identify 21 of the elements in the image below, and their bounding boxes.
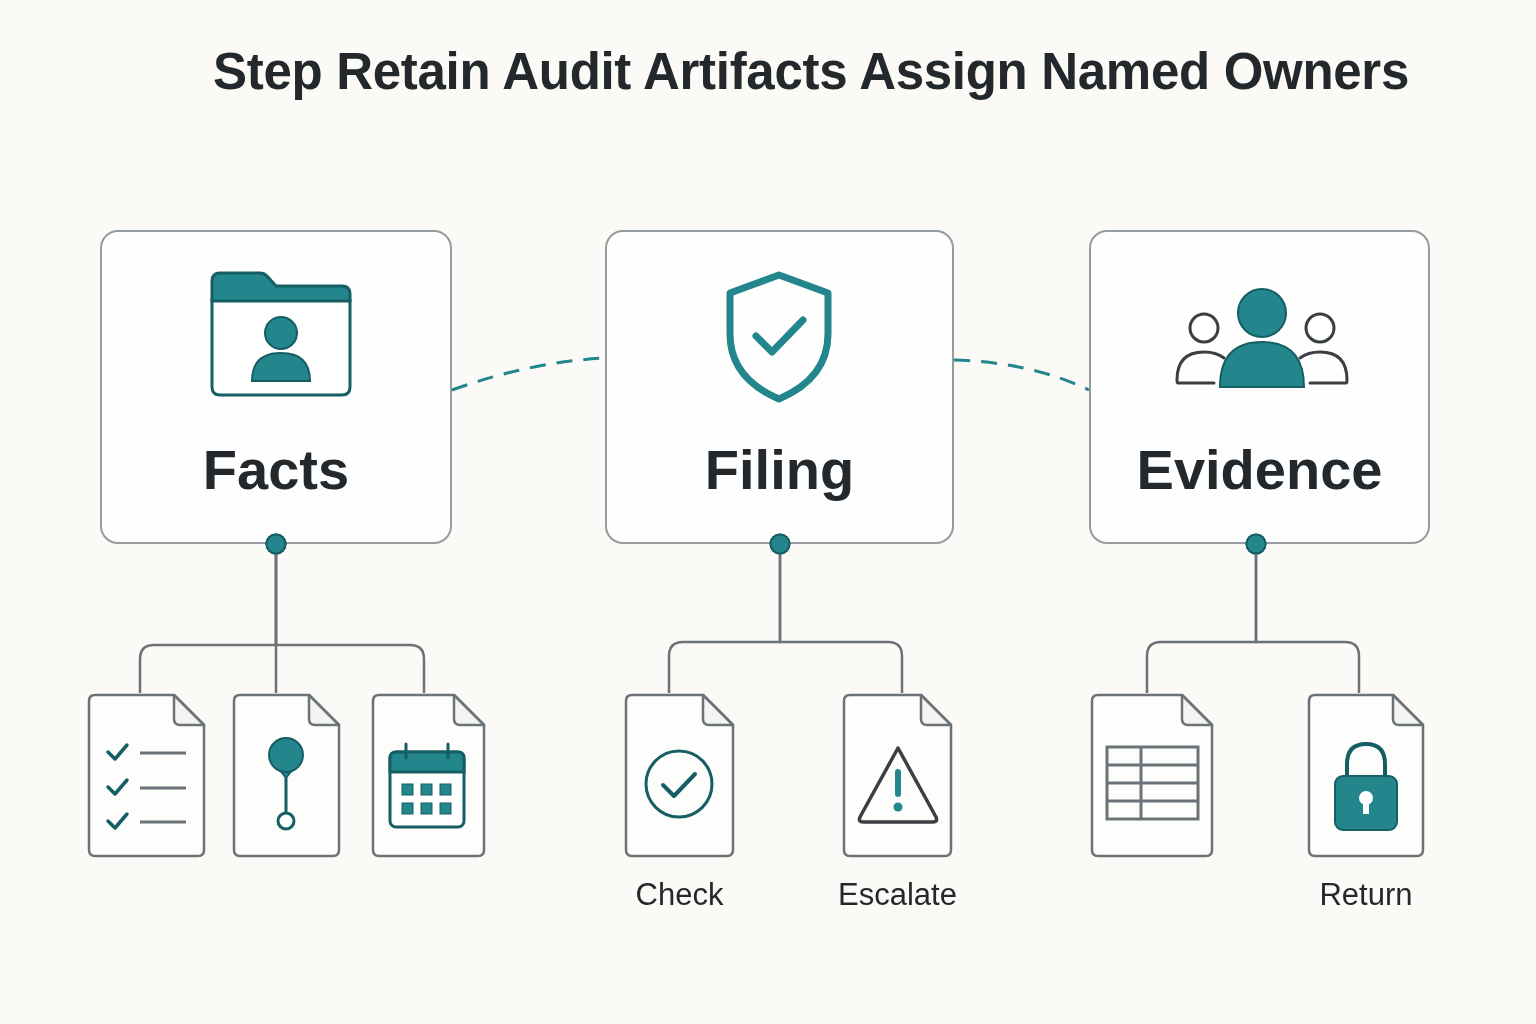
connector-line [265, 533, 426, 693]
document-shape [1307, 693, 1425, 858]
document-shape [232, 693, 341, 858]
step-card [100, 230, 452, 544]
document-caption: Check [635, 877, 724, 913]
card-label: Facts [202, 438, 350, 502]
dashed-connector [953, 358, 1090, 392]
connector-line [769, 533, 904, 693]
diagram-title: Step Retain Audit Artifacts Assign Named Owners [213, 43, 1409, 101]
card-label: Evidence [1136, 438, 1383, 502]
document-caption: Return [1319, 877, 1413, 913]
document-shape [87, 693, 206, 858]
document-shape [371, 693, 486, 858]
document-shape [1090, 693, 1214, 858]
document-shape [624, 693, 735, 858]
step-card [605, 230, 954, 544]
document-shape [842, 693, 953, 858]
card-label: Filing [704, 438, 855, 502]
connector-line [1245, 533, 1361, 693]
document-caption: Escalate [838, 877, 957, 913]
step-card [1089, 230, 1430, 544]
